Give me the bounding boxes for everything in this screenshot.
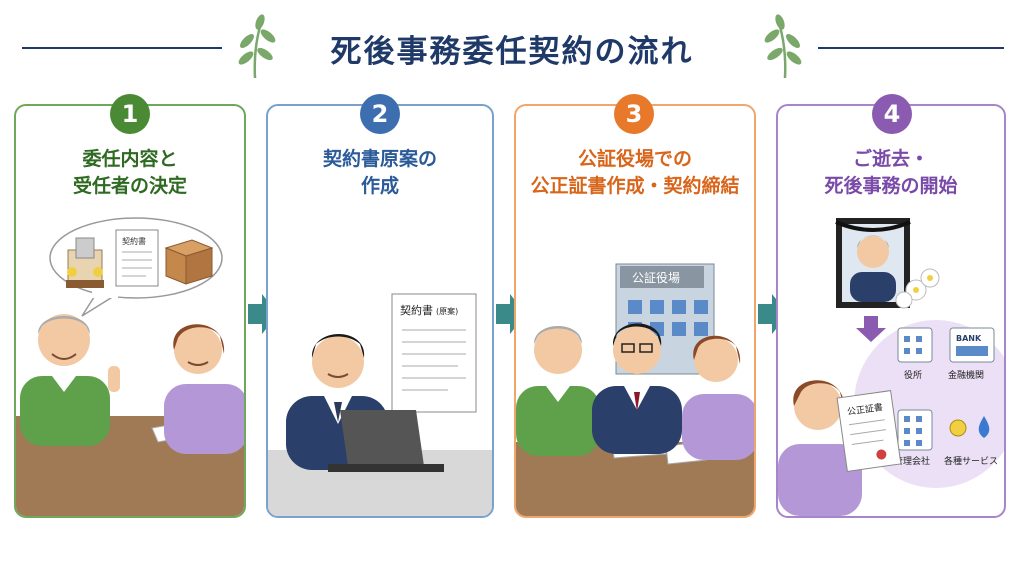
management-company-icon <box>897 409 933 451</box>
step-1-title: 委任内容と 受任者の決定 <box>16 146 244 200</box>
flow-arrow-3-icon <box>758 294 788 334</box>
flow-arrow-2-icon <box>496 294 526 334</box>
step-card-2: 契約書原案の 作成 契約書 (原案) <box>266 104 494 518</box>
altar-icon <box>66 237 104 288</box>
step-1-illustration: 契約書 <box>16 217 244 516</box>
draft-document-icon: 契約書 (原案) <box>391 293 477 413</box>
service-financial-label: 金融機関 <box>948 369 984 381</box>
flow-arrow-1-icon <box>248 294 278 334</box>
woman-person <box>778 380 862 516</box>
step-card-3: 公証役場での 公正証書作成・契約締結 公証役場 <box>514 104 756 518</box>
down-arrow-icon <box>856 316 886 342</box>
draft-title: 契約書 <box>400 303 433 317</box>
step-2-title-line2: 作成 <box>360 175 399 197</box>
city-office-icon <box>897 327 933 363</box>
title-rule-left <box>22 47 222 49</box>
step-3-title-line1: 公証役場での <box>577 148 692 170</box>
step-card-1: 委任内容と 受任者の決定 契約書 <box>14 104 246 518</box>
step-card-4: ご逝去・ 死後事務の開始 役 <box>776 104 1006 518</box>
step-3-badge: 3 <box>614 94 654 134</box>
step-2-illustration: 契約書 (原案) <box>268 293 492 516</box>
page-title: 死後事務委任契約の流れ <box>330 34 694 70</box>
step-2-badge: 2 <box>360 94 400 134</box>
step-4-illustration: 役所 BANK 金融機関 管理会社 各種サービス <box>778 218 1004 516</box>
step-3-title: 公証役場での 公正証書作成・契約締結 <box>516 146 754 200</box>
woman-person <box>164 324 244 454</box>
lily-flower-icon <box>895 268 940 309</box>
woman-person <box>682 335 754 460</box>
step-1-title-line1: 委任内容と <box>82 148 178 170</box>
header: 死後事務委任契約の流れ <box>0 0 1024 90</box>
service-city-office-label: 役所 <box>904 369 922 381</box>
elderly-man-person <box>516 326 600 456</box>
title-rule-right <box>818 47 1004 49</box>
service-utilities-label: 各種サービス <box>944 455 998 467</box>
step-4-badge: 4 <box>872 94 912 134</box>
notary-office-sign: 公証役場 <box>632 270 680 285</box>
contract-label: 契約書 <box>122 236 146 246</box>
service-management-label: 管理会社 <box>894 455 930 467</box>
elderly-man-person <box>20 314 120 446</box>
bank-icon: BANK <box>949 327 995 363</box>
memorial-portrait-icon <box>835 218 911 308</box>
leaf-left-icon <box>238 14 276 79</box>
box-icon <box>164 239 214 285</box>
step-4-title-line2: 死後事務の開始 <box>824 175 958 197</box>
notary-person <box>592 323 682 454</box>
draft-suffix: (原案) <box>436 306 458 316</box>
leaf-right-icon <box>764 14 802 79</box>
step-4-title: ご逝去・ 死後事務の開始 <box>778 146 1004 200</box>
step-2-title-line1: 契約書原案の <box>322 148 437 170</box>
utilities-icon <box>949 416 990 438</box>
notarial-deed-icon: 公正証書 <box>836 390 902 472</box>
step-1-title-line2: 受任者の決定 <box>72 175 187 197</box>
laptop-icon <box>328 410 444 472</box>
step-1-badge: 1 <box>110 94 150 134</box>
step-3-title-line2: 公正証書作成・契約締結 <box>530 175 740 197</box>
bank-sign: BANK <box>956 334 982 343</box>
step-2-title: 契約書原案の 作成 <box>268 146 492 200</box>
step-4-title-line1: ご逝去・ <box>852 148 929 170</box>
step-3-illustration: 公証役場 <box>516 263 754 516</box>
contract-doc-icon: 契約書 <box>115 229 159 287</box>
